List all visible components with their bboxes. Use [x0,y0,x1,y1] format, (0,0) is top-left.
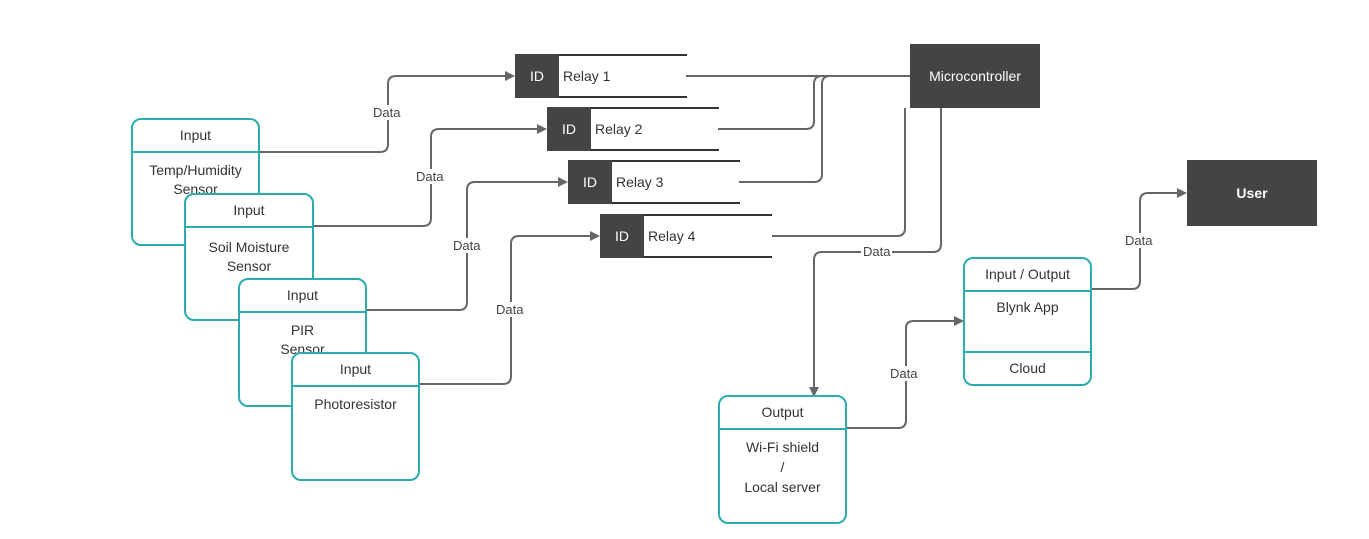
edge-relay2-to-mcu [718,75,823,130]
edge-label-data-2: Data [414,169,446,184]
relay-id-badge: ID [600,214,644,258]
relay-label: Relay 1 [563,68,611,84]
relay-2[interactable]: ID Relay 2 [547,107,719,151]
blynk-body: Blynk App [996,299,1059,315]
edge-label-data-1: Data [371,105,403,120]
input-body-line: Photoresistor [314,396,397,412]
blynk-footer: Cloud [965,351,1090,384]
relay-id-badge: ID [547,107,591,151]
output-header: Output [720,397,845,430]
output-body-line: Wi-Fi shield [745,439,820,455]
relay-id-badge: ID [568,160,612,204]
input-header: Input [293,354,418,387]
user-label: User [1236,185,1268,201]
microcontroller-label: Microcontroller [929,68,1021,84]
output-body-line: Local server [744,479,821,495]
edge-label-data-5: Data [861,244,893,259]
input-header: Input [133,120,258,153]
edge-relay4-to-mcu [772,108,906,237]
relay-4[interactable]: ID Relay 4 [600,214,772,258]
edge-relay3-to-mcu [739,75,831,183]
blynk-header: Input / Output [965,259,1090,292]
user-node[interactable]: User [1187,160,1317,226]
output-wifi-shield[interactable]: Output Wi-Fi shield / Local server [718,395,847,524]
microcontroller-node[interactable]: Microcontroller [910,44,1040,108]
relay-label: Relay 2 [595,121,643,137]
edge-label-data-4: Data [494,302,526,317]
relay-3[interactable]: ID Relay 3 [568,160,740,204]
edge-label-data-6: Data [888,366,920,381]
relay-id-badge: ID [515,54,559,98]
edge-label-data-7: Data [1123,233,1155,248]
input-header: Input [186,195,312,228]
input-header: Input [240,280,365,313]
blynk-app-node[interactable]: Input / Output Blynk App Cloud [963,257,1092,386]
input-body-line: Sensor [226,258,272,274]
edge-label-data-3: Data [451,238,483,253]
relay-label: Relay 3 [616,174,664,190]
input-body-line: PIR [290,322,315,338]
output-body-line: / [780,459,785,475]
input-body-line: Soil Moisture [208,239,290,255]
input-photoresistor[interactable]: Input Photoresistor [291,352,420,481]
input-body-line: Temp/Humidity [149,162,242,178]
relay-1[interactable]: ID Relay 1 [515,54,687,98]
relay-label: Relay 4 [648,228,696,244]
